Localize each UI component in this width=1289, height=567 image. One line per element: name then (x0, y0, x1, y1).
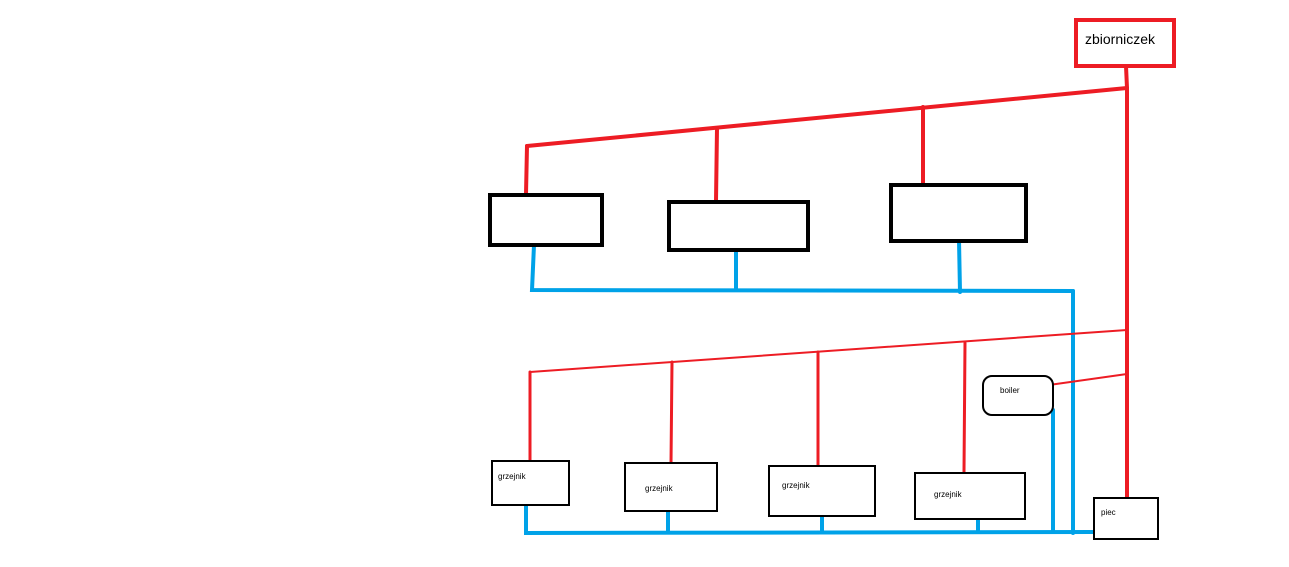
lower-radiator-2 (624, 462, 718, 512)
upper-radiator-2 (667, 200, 810, 252)
lower-supply-pipe (529, 329, 1128, 373)
lower-radiator-2-label: grzejnik (645, 484, 674, 493)
boiler-supply-pipe (1048, 373, 1128, 386)
boiler: boiler (982, 375, 1054, 416)
lower-supply-drop-4 (962, 341, 967, 474)
lower-radiators: grzejnik grzejnik grzejnik grzejnik (491, 460, 1026, 520)
lower-radiator-4-label: grzejnik (934, 490, 963, 499)
stove: piec (1093, 497, 1159, 540)
boiler-label: boiler (1000, 386, 1020, 395)
return-pipes (524, 238, 1096, 536)
upper-radiators (488, 183, 1028, 252)
expansion-tank: zbiorniczek (1074, 18, 1176, 68)
stove-label: piec (1101, 508, 1116, 517)
upper-return-riser-3 (957, 238, 962, 294)
boiler-box (982, 375, 1054, 416)
lower-supply-drop-2 (669, 360, 674, 466)
supply-pipes (524, 64, 1129, 499)
upper-radiator-3 (889, 183, 1028, 243)
lower-radiator-1 (491, 460, 570, 506)
upper-supply-drop-2 (714, 126, 719, 203)
lower-radiator-3-label: grzejnik (782, 481, 811, 490)
upper-supply-drop-1 (524, 144, 529, 196)
tank-label: zbiorniczek (1085, 31, 1156, 47)
upper-return-pipe (529, 243, 1075, 293)
lower-radiator-4 (914, 472, 1026, 520)
lower-radiator-3 (768, 465, 876, 517)
stove-box (1093, 497, 1159, 540)
lower-return-pipe (524, 504, 1096, 536)
upper-supply-pipe (525, 86, 1129, 148)
main-riser-pipe (1124, 64, 1129, 499)
upper-radiator-1 (488, 193, 604, 247)
lower-radiator-1-label: grzejnik (498, 472, 527, 481)
tank-box (1074, 18, 1176, 68)
